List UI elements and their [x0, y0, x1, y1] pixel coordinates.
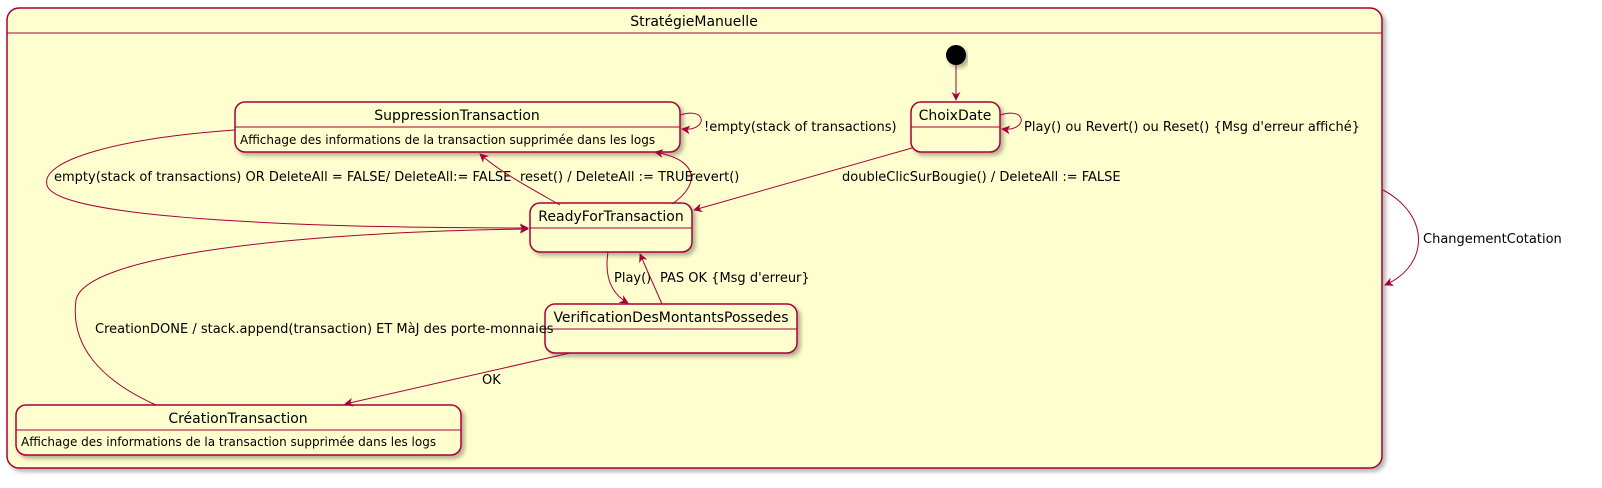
- state-description: Affichage des informations de la transac…: [240, 133, 655, 147]
- transition-label: OK: [482, 373, 501, 388]
- state-name: ReadyForTransaction: [538, 209, 683, 225]
- transition-label: revert(): [690, 170, 739, 185]
- transition-changement-cotation: [1382, 189, 1419, 286]
- initial-state-dot: [946, 45, 966, 65]
- state-name: SuppressionTransaction: [374, 108, 540, 124]
- state-name: ChoixDate: [919, 108, 992, 124]
- state-verification-des-montants[interactable]: VerificationDesMontantsPossedes: [544, 303, 798, 354]
- state-suppression-transaction[interactable]: SuppressionTransaction Affichage des inf…: [234, 101, 681, 153]
- transition-label: CreationDONE / stack.append(transaction)…: [95, 322, 554, 337]
- state-choix-date[interactable]: ChoixDate: [910, 101, 1001, 153]
- state-ready-for-transaction[interactable]: ReadyForTransaction: [529, 202, 693, 253]
- transition-ready-reset: [479, 153, 561, 206]
- transition-ready-play: [606, 251, 629, 304]
- transition-label: doubleClicSurBougie() / DeleteAll := FAL…: [842, 170, 1121, 185]
- transition-verif-ok: [344, 352, 571, 407]
- state-description: Affichage des informations de la transac…: [21, 435, 436, 449]
- transition-suppression-self: [679, 112, 702, 135]
- transition-label: reset() / DeleteAll := TRUE: [520, 170, 693, 185]
- transition-choix-to-ready: [693, 147, 913, 213]
- composite-state-strategie-manuelle: StratégieManuelle: [6, 7, 1383, 469]
- transition-creation-done: [74, 224, 529, 406]
- transition-suppression-to-ready: [46, 129, 529, 233]
- composite-title: StratégieManuelle: [630, 14, 758, 30]
- transition-choix-self: [999, 112, 1022, 135]
- transition-label: Play() ou Revert() ou Reset() {Msg d'err…: [1024, 120, 1360, 135]
- transition-label: ChangementCotation: [1423, 232, 1562, 247]
- transition-label: !empty(stack of transactions): [704, 120, 897, 135]
- transition-label: Play(): [614, 271, 651, 286]
- transition-label: empty(stack of transactions) OR DeleteAl…: [54, 170, 511, 185]
- state-name: CréationTransaction: [168, 411, 307, 427]
- state-creation-transaction[interactable]: CréationTransaction Affichage des inform…: [15, 404, 462, 456]
- transition-ready-revert: [654, 148, 692, 205]
- state-name: VerificationDesMontantsPossedes: [553, 310, 788, 326]
- transition-label: PAS OK {Msg d'erreur}: [660, 271, 810, 286]
- transition-verif-not-ok: [639, 253, 663, 305]
